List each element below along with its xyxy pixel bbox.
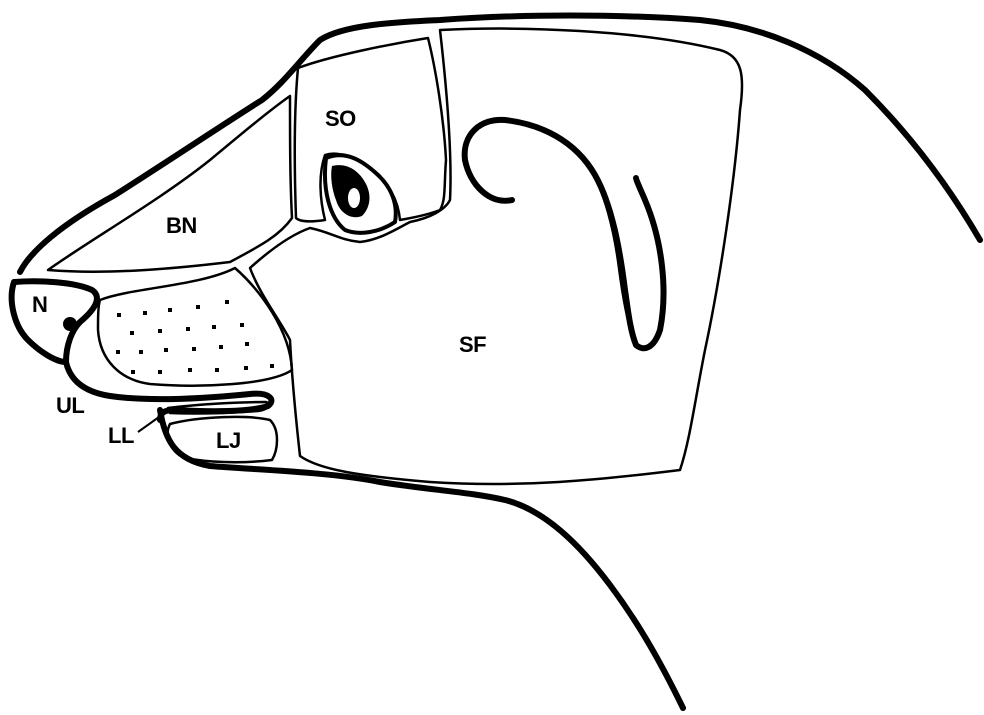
label-n: N	[32, 292, 47, 317]
ear-curl	[465, 120, 664, 348]
region-bn-outline	[48, 96, 292, 272]
ear-inner-line	[590, 168, 633, 336]
whisker-pad-outline	[98, 268, 292, 386]
whisker-dots	[116, 300, 274, 374]
label-ll: LL	[108, 423, 134, 448]
region-so-outline	[295, 38, 446, 221]
region-n-outline	[12, 281, 97, 362]
label-ul: UL	[56, 393, 84, 418]
label-bn: BN	[166, 213, 197, 238]
label-so: SO	[325, 106, 356, 131]
region-sf-outline	[250, 29, 742, 484]
eye-highlight-icon	[348, 188, 360, 208]
label-lj: LJ	[216, 428, 241, 453]
head-upper-contour	[20, 16, 980, 273]
neck-lower-contour	[160, 410, 683, 708]
nostril-icon	[63, 317, 77, 331]
label-sf: SF	[459, 332, 486, 357]
